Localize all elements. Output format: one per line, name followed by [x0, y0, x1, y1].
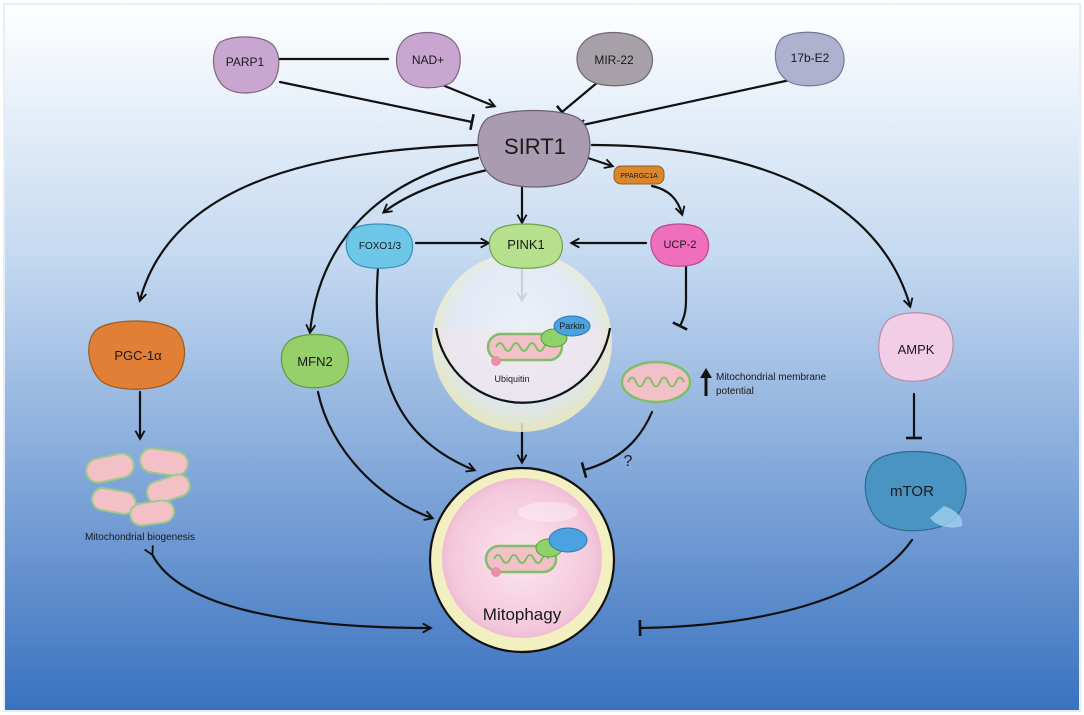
mitophagy-label: Mitophagy [483, 605, 562, 624]
mfn2-blob [280, 333, 349, 389]
parp1-blob [212, 36, 280, 94]
question-mark: ? [624, 453, 633, 470]
e2-to-sirt1-arrow [578, 78, 792, 126]
cristae-icon [495, 342, 553, 352]
pink1-blob [488, 223, 563, 269]
ucp2-label: UCP-2 [663, 239, 696, 251]
node-ucp2: UCP-2 [650, 223, 710, 267]
mir22-label: MIR-22 [594, 53, 634, 67]
ppargc1a-blob [613, 165, 665, 185]
node-nad: NAD+ [395, 31, 461, 89]
mitochondrion-icon [139, 447, 189, 477]
parp1-inhibits-sirt1 [278, 80, 475, 131]
foxo-to-mitophagy-arrow [375, 266, 474, 470]
parkin-label: Parkin [559, 321, 585, 331]
membrane-potential-label-1: Mitochondrial membrane [716, 372, 826, 383]
mitophagy-sphere: Mitophagy [428, 466, 616, 654]
ampk-blob [878, 312, 954, 382]
pgc1a-blob [88, 320, 186, 390]
sirt1-label: SIRT1 [504, 134, 566, 159]
ampk-label: AMPK [898, 342, 935, 357]
node-mir22: MIR-22 [576, 31, 654, 87]
mitochondrion-icon [85, 452, 135, 484]
cristae-icon [493, 554, 549, 564]
mtor-label: mTOR [890, 483, 934, 500]
node-ampk: AMPK [878, 312, 954, 382]
parkin-icon [548, 527, 588, 553]
membrane-potential-label-2: potential [716, 386, 754, 397]
ppargc1a-to-ucp2-arrow [650, 184, 682, 214]
up-arrow-head-icon [700, 368, 712, 378]
ucp2-blob [650, 223, 710, 267]
pink1-label: PINK1 [507, 237, 545, 252]
parp1-label: PARP1 [226, 55, 265, 69]
ubiquitin-icon [491, 567, 501, 577]
mtor-inhibits-mitophagy [638, 538, 914, 637]
mitochondrion-icon [620, 360, 692, 404]
node-pgc1a: PGC-1α [88, 320, 186, 390]
mfn2-label: MFN2 [297, 354, 332, 369]
ucp2-inhibits-membrane-potential [672, 264, 688, 331]
sirt1-to-pgc1a-arrow [140, 143, 480, 300]
parkin-bowl: Parkin Ubiquitin [432, 252, 612, 432]
sirt1-to-mfn2-arrow [310, 156, 480, 332]
ubiquitin-label: Ubiquitin [494, 374, 529, 384]
mfn2-to-mitophagy-arrow [316, 390, 432, 518]
nad-blob [395, 31, 461, 89]
mtor-highlight [930, 506, 963, 528]
mitophagy-mitochondrion [484, 527, 588, 577]
node-parp1: PARP1 [212, 36, 280, 94]
ppargc1a-label: PPARGC1A [620, 173, 658, 180]
biogenesis-cluster: Mitochondrial biogenesis [85, 447, 195, 543]
node-foxo13: FOXO1/3 [345, 223, 414, 269]
biogenesis-mitophagy-bidirectional-arrow [152, 554, 430, 628]
sirt1-to-ampk-arrow [590, 143, 910, 306]
node-mfn2: MFN2 [280, 333, 349, 389]
foxo-label: FOXO1/3 [359, 241, 402, 252]
sirt1-blob [477, 109, 591, 188]
node-mtor: mTOR [864, 450, 967, 532]
biogenesis-label: Mitochondrial biogenesis [85, 532, 195, 543]
ubiquitin-icon [491, 356, 501, 366]
node-sirt1: SIRT1 [477, 109, 591, 188]
protein-nodes: PARP1 NAD+ MIR-22 17b-E2 SIRT1 PPARGC1A … [88, 31, 967, 532]
parkin-bowl-fill [440, 330, 606, 402]
sirt1-to-foxo-arrow [384, 166, 498, 212]
mitochondrion-icon [129, 499, 176, 527]
node-pink1: PINK1 [488, 223, 563, 269]
parkin-bowl-rim [434, 327, 612, 404]
foxo-blob [345, 223, 414, 269]
bowl-mitochondrion [486, 315, 591, 366]
node-17b-e2: 17b-E2 [774, 31, 845, 87]
membrane-potential-inhibits-mitophagy [580, 410, 654, 479]
nad-label: NAD+ [412, 53, 444, 67]
sirt1-to-ppargc1a-arrow [586, 156, 612, 166]
mir22-blob [576, 31, 654, 87]
e2-blob [774, 31, 845, 87]
node-ppargc1a: PPARGC1A [613, 165, 665, 185]
membrane-potential-group: Mitochondrial membrane potential ? [620, 360, 826, 470]
pgc1a-label: PGC-1α [114, 348, 162, 363]
mitochondrion-icon [145, 473, 191, 505]
parkin-icon [553, 315, 591, 337]
cristae-icon [627, 376, 685, 388]
e2-label: 17b-E2 [791, 51, 830, 65]
mir22-inhibits-sirt1 [555, 80, 600, 119]
sphere-highlight [518, 502, 578, 522]
